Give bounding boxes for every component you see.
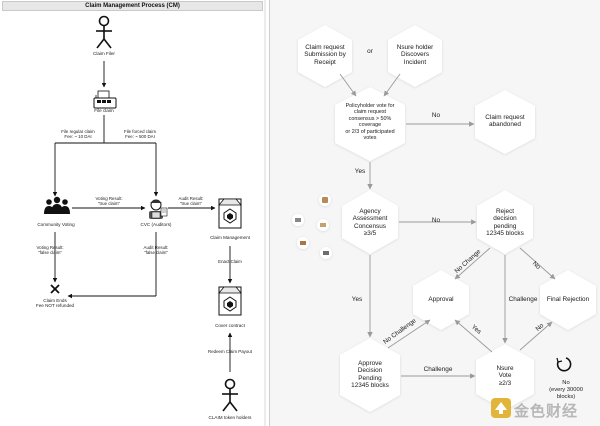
claim-token-holder-icon	[222, 378, 238, 412]
abandoned-hexagon	[475, 90, 535, 154]
audit-true-edge-label: Audit Result:"true claim"	[178, 196, 204, 206]
nsure-vote-hexagon	[476, 344, 534, 410]
approve-pending-hexagon	[340, 338, 400, 412]
nsure-holder-hexagon	[388, 25, 442, 87]
left-flow-lines	[44, 15, 242, 412]
final-rejection-hexagon	[540, 270, 596, 330]
approval-hexagon	[413, 270, 469, 330]
cvc-auditor-icon	[149, 199, 168, 219]
file-claim-icon	[93, 90, 117, 109]
edge-label-challenge: Challenge	[423, 366, 453, 373]
edge-label-yes: Yes	[354, 168, 366, 175]
agency-member-icons	[292, 194, 332, 259]
claim-management-label: Claim Management	[210, 235, 250, 240]
policyholder-vote-hexagon	[335, 87, 405, 161]
claim-filer-icon	[96, 15, 112, 49]
panel-gap	[264, 0, 266, 426]
claim-management-panel: Claim Management Process (CM)	[0, 0, 264, 426]
audit-false-edge-label: Audit Result:"false claim"	[143, 245, 169, 255]
cover-contract-icon	[218, 286, 242, 316]
enact-claim-edge-label: Enact Claim	[218, 259, 242, 264]
agency-assessment-hexagon	[342, 190, 398, 254]
claim-management-icon	[218, 198, 242, 229]
cvc-label: CVC (Auditors)	[140, 222, 172, 227]
reject-pending-hexagon	[477, 190, 533, 254]
claim-ends-icon	[50, 284, 60, 294]
final-rejection-node: Final Rejection	[546, 296, 590, 303]
cover-contract-label: Cover contract	[215, 323, 245, 328]
file-claim-label: File claim	[94, 108, 114, 113]
community-voting-label: Community Voting	[37, 222, 75, 227]
watermark: 金色财经	[488, 394, 600, 426]
token-holders-label: CLAIM token holders	[208, 415, 252, 420]
community-voting-icon	[44, 196, 70, 214]
edge-label-no: No	[431, 112, 441, 119]
edge-label-no: No	[431, 217, 441, 224]
voting-false-edge-label: Voting Result:"false claim"	[36, 245, 64, 255]
redeem-payout-edge-label: Redeem Claim Payout	[208, 349, 252, 354]
panel-title: Claim Management Process (CM)	[2, 1, 263, 11]
refresh-icon	[556, 357, 572, 372]
or-label: or	[367, 48, 373, 55]
watermark-logo-icon	[491, 398, 511, 418]
watermark-text: 金色财经	[514, 403, 579, 420]
voting-true-edge-label: Voting Result:"true claim"	[95, 196, 123, 206]
panel-divider	[269, 0, 270, 426]
approval-node: Approval	[428, 296, 454, 303]
edge-label-challenge: Challenge	[508, 296, 538, 303]
claim-filer-label: Claim Filer	[93, 51, 115, 56]
claim-request-hexagon	[298, 25, 352, 87]
edge-label-yes: Yes	[351, 296, 363, 303]
